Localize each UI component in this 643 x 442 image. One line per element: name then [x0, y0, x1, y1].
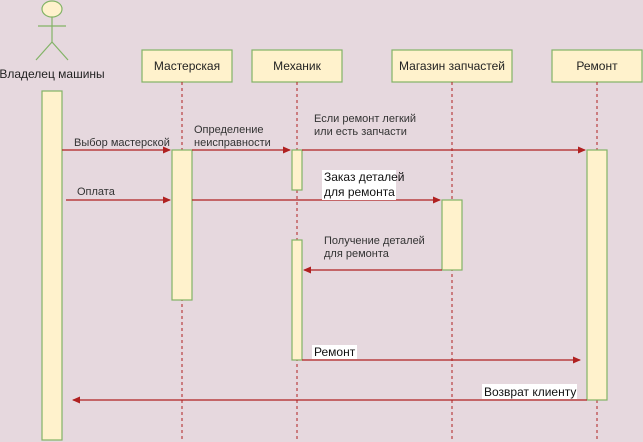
label-bg-order-parts: [322, 170, 396, 200]
participant-label-repair: Ремонт: [576, 59, 618, 73]
message-label-diagnose: Определение неисправности: [194, 124, 271, 149]
activation-mechanic-1: [291, 149, 303, 191]
participant-label-mechanic: Механик: [273, 59, 321, 73]
activation-mechanic-2: [291, 239, 303, 361]
message-label-repair: Ремонт: [314, 345, 356, 359]
message-label-receive-parts: Получение деталей для ремонта: [324, 235, 428, 260]
message-label-easy-repair: Если ремонт легкий или есть запчасти: [314, 113, 419, 138]
actor-label: Владелец машины: [0, 67, 105, 81]
message-label-payment: Оплата: [77, 186, 116, 198]
activation-owner: [41, 90, 63, 441]
participant-parts-store: Магазин запчастей: [391, 49, 513, 83]
participant-label-parts-store: Магазин запчастей: [399, 59, 505, 73]
message-label-return-client: Возврат клиенту: [484, 385, 576, 399]
participant-repair: Ремонт: [551, 49, 643, 83]
activation-workshop: [171, 149, 193, 301]
actor-owner: [35, 0, 69, 61]
message-label-order-parts: Заказ деталей для ремонта: [324, 170, 408, 199]
label-bg-repair: [312, 345, 357, 359]
message-label-choose-workshop: Выбор мастерской: [74, 137, 170, 149]
label-bg-return-client: [482, 384, 577, 399]
activation-repair: [586, 149, 608, 401]
participant-workshop: Мастерская: [141, 49, 233, 83]
participant-label-workshop: Мастерская: [154, 59, 220, 73]
activation-parts-store: [441, 199, 463, 271]
participant-mechanic: Механик: [251, 49, 343, 83]
